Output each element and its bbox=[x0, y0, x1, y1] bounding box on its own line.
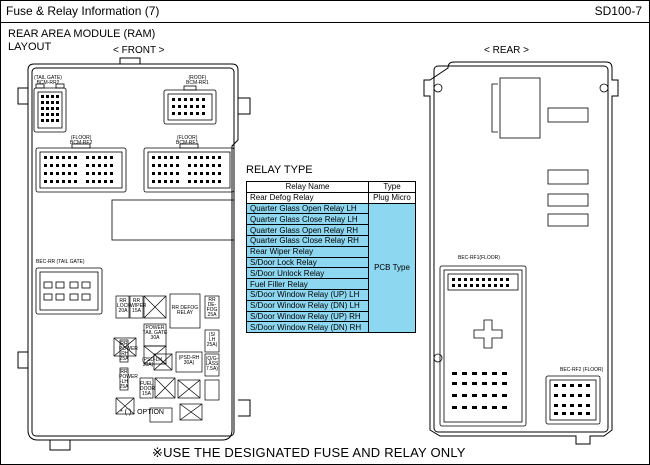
front-label: < FRONT > bbox=[113, 45, 165, 56]
table-row: Quarter Glass Close Relay LH bbox=[246, 213, 416, 226]
tailgate-connector-label: (TAIL GATE) BCM-RR2 bbox=[34, 75, 62, 86]
relay-name: S/Door Window Relay (DN) RH bbox=[246, 321, 369, 334]
relay-name: S/Door Lock Relay bbox=[246, 256, 369, 269]
roof-connector-label: (ROOF) BCM-RR1 bbox=[186, 75, 209, 86]
relay-type: Plug Micro bbox=[368, 191, 416, 204]
relay-name: Rear Wiper Relay bbox=[246, 245, 369, 258]
table-row: Rear Defog Relay Plug Micro bbox=[246, 191, 416, 204]
option-note: * ( ) : OPTION bbox=[120, 409, 164, 416]
relay-type-header: Type bbox=[368, 181, 416, 193]
module-title-line1: REAR AREA MODULE (RAM) bbox=[8, 28, 156, 40]
relay-type-table: Relay Name Type Rear Defog Relay Plug Mi… bbox=[246, 181, 416, 334]
table-row: Quarter Glass Open Relay RH bbox=[246, 224, 416, 236]
relay-name: S/Door Window Relay (UP) LH bbox=[246, 288, 369, 301]
table-row: Quarter Glass Close Relay RH bbox=[246, 234, 416, 247]
relay-name: Fuel Filler Relay bbox=[246, 278, 369, 290]
page-header: Fuse & Relay Information (7) SD100-7 bbox=[0, 0, 650, 22]
relay-name: Rear Defog Relay bbox=[246, 191, 369, 204]
bec-rf1-connector-label: BEC-RF1(FLOOR) bbox=[458, 255, 500, 261]
relay-type: PCB Type bbox=[368, 202, 416, 334]
footer-note: ※USE THE DESIGNATED FUSE AND RELAY ONLY bbox=[152, 445, 466, 460]
rear-label: < REAR > bbox=[484, 45, 530, 56]
relay-name: Quarter Glass Open Relay RH bbox=[246, 224, 369, 236]
header-divider bbox=[0, 22, 650, 23]
module-title-line2: LAYOUT bbox=[8, 41, 52, 53]
floor-rf2-connector-label: (FLOOR) BCM-RF2 bbox=[70, 135, 93, 146]
table-row: S/Door Window Relay (DN) RH bbox=[246, 321, 416, 334]
module-title: REAR AREA MODULE (RAM) LAYOUT bbox=[8, 28, 155, 54]
relay-name: S/Door Window Relay (DN) LH bbox=[246, 299, 369, 312]
relay-name-header: Relay Name bbox=[246, 181, 369, 193]
relay-table-header: Relay Name Type bbox=[246, 181, 416, 193]
relay-name: Quarter Glass Close Relay LH bbox=[246, 213, 369, 226]
floor-rf1-connector-label: (FLOOR) BCM-RF1 bbox=[176, 135, 199, 146]
relay-name: S/Door Window Relay (UP) RH bbox=[246, 310, 369, 323]
header-title: Fuse & Relay Information (7) bbox=[6, 4, 160, 18]
relay-name: S/Door Unlock Relay bbox=[246, 267, 369, 280]
bec-rr-connector-label: BEC-RR (TAIL GATE) bbox=[36, 259, 85, 265]
table-row: Quarter Glass Open Relay LH PCB Type bbox=[246, 202, 416, 334]
header-code: SD100-7 bbox=[594, 4, 642, 18]
relay-name: Quarter Glass Close Relay RH bbox=[246, 234, 369, 247]
bec-rf2-connector-label: BEC-RF2 (FLOOR) bbox=[560, 367, 604, 373]
relay-type-title: RELAY TYPE bbox=[246, 164, 313, 176]
relay-name: Quarter Glass Open Relay LH bbox=[246, 202, 369, 215]
